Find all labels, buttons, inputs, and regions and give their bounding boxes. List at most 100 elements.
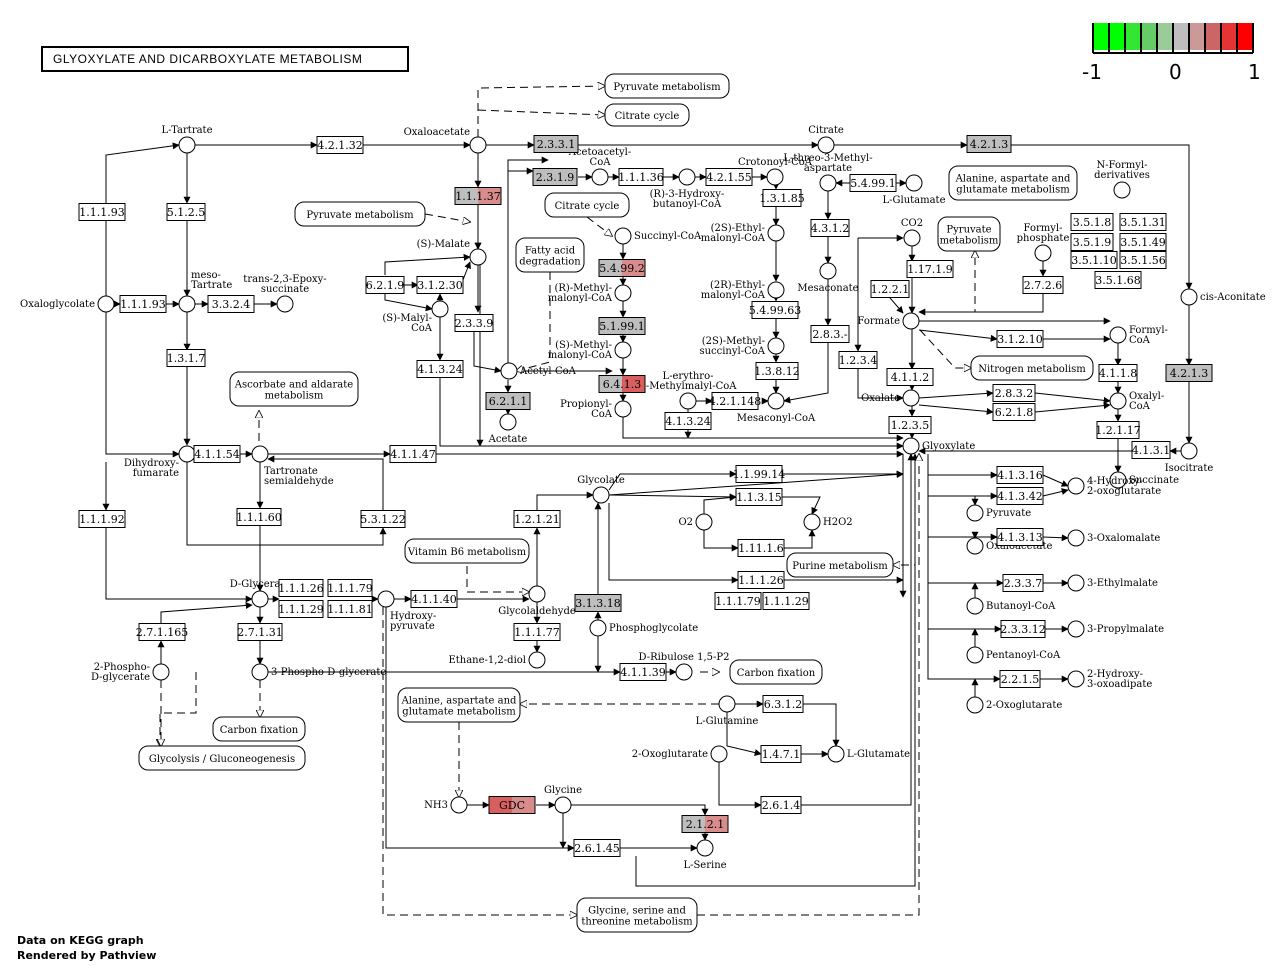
compound-node[interactable]: 2-Phospho-D-glycerate — [91, 662, 170, 683]
compound-node[interactable]: O2 — [678, 513, 713, 531]
compound-node[interactable]: L-threo-3-Methyl-aspartate — [783, 153, 873, 192]
pathway-map-link[interactable]: Glycolysis / Gluconeogenesis — [138, 745, 306, 771]
pathway-map-link[interactable]: Pyruvate metabolism — [604, 73, 730, 99]
enzyme-node[interactable]: 5.3.1.22 — [360, 510, 406, 528]
enzyme-node[interactable]: 3.5.1.31 — [1119, 213, 1167, 231]
pathway-map-link[interactable]: Citrate cycle — [604, 103, 690, 127]
enzyme-node[interactable]: 2.8.3.- — [810, 325, 850, 343]
enzyme-node[interactable]: 1.3.1.7 — [166, 349, 206, 367]
enzyme-node[interactable]: 4.1.1.8 — [1098, 364, 1138, 382]
enzyme-node[interactable]: 1.4.7.1 — [760, 745, 802, 763]
enzyme-node[interactable]: 1.1.1.77 — [513, 623, 561, 641]
compound-node[interactable]: Propionyl-CoA — [560, 399, 632, 420]
enzyme-node[interactable]: 3.5.1.56 — [1119, 251, 1167, 269]
enzyme-node[interactable]: 1.11.1.6 — [737, 539, 785, 557]
compound-node[interactable]: 3-Ethylmalate — [1067, 574, 1158, 592]
enzyme-node[interactable]: 4.1.3.24 — [416, 360, 464, 378]
enzyme-node[interactable]: 2.3.3.12 — [1000, 620, 1046, 638]
compound-node[interactable]: Formyl-CoA — [1109, 325, 1168, 346]
enzyme-node[interactable]: 2.7.2.6 — [1022, 276, 1064, 294]
compound-node[interactable]: Isocitrate — [1165, 442, 1214, 474]
compound-node[interactable]: Acetoacetyl-CoA — [568, 147, 632, 186]
compound-node[interactable]: Butanoyl-CoA — [966, 597, 1056, 615]
enzyme-node[interactable]: 6.3.1.2 — [762, 695, 804, 713]
enzyme-node[interactable]: 5.4.99.2 — [598, 259, 646, 277]
compound-node[interactable]: CO2 — [901, 218, 923, 247]
enzyme-node[interactable]: 1.1.1.29 — [278, 600, 324, 618]
enzyme-node[interactable]: 1.1.1.93 — [119, 295, 167, 313]
compound-node[interactable]: 2-Hydroxy-3-oxoadipate — [1067, 669, 1152, 690]
enzyme-node[interactable]: 4.1.3.42 — [996, 487, 1044, 505]
enzyme-node[interactable]: 2.1.2.1 — [681, 815, 729, 833]
enzyme-node[interactable]: GDC — [488, 796, 536, 814]
compound-node[interactable]: Oxalate — [861, 389, 920, 407]
enzyme-node[interactable]: 1.3.1.85 — [759, 189, 805, 207]
compound-node[interactable]: Mesaconyl-CoA — [737, 392, 816, 424]
enzyme-node[interactable]: 1.1.1.93 — [78, 203, 126, 221]
enzyme-node[interactable]: 2.2.1.5 — [999, 670, 1041, 688]
enzyme-node[interactable]: 1.1.1.81 — [327, 600, 373, 618]
compound-node[interactable]: Pyruvate — [966, 504, 1031, 522]
pathway-map-link[interactable]: Pyruvate metabolism — [294, 201, 426, 227]
enzyme-node[interactable]: 3.5.1.68 — [1094, 271, 1142, 289]
enzyme-node[interactable]: 2.3.3.9 — [454, 314, 494, 332]
pathway-map-link[interactable]: Carbon fixation — [729, 659, 823, 685]
compound-node[interactable]: (S)-Malyl-CoA — [382, 300, 449, 334]
enzyme-node[interactable]: 4.2.1.3 — [966, 135, 1012, 153]
compound-node[interactable]: Acetyl-CoA — [500, 362, 577, 380]
compound-node[interactable]: Glycolate — [577, 475, 625, 504]
enzyme-node[interactable]: 4.2.1.55 — [705, 168, 753, 186]
compound-node[interactable]: Oxaloglycolate — [20, 295, 115, 313]
compound-node[interactable]: Pentanoyl-CoA — [966, 646, 1061, 664]
compound-node[interactable]: N-Formyl-derivatives — [1094, 160, 1150, 199]
pathway-map-link[interactable]: Nitrogen metabolism — [970, 355, 1094, 381]
enzyme-node[interactable]: 1.1.1.29 — [762, 592, 810, 610]
compound-node[interactable]: 3-Phospho-D-glycerate — [251, 663, 386, 681]
enzyme-node[interactable]: 1.3.8.12 — [754, 362, 800, 380]
enzyme-node[interactable]: 3.5.1.10 — [1070, 251, 1118, 269]
compound-node[interactable]: L-Glutamine — [696, 695, 759, 727]
compound-node[interactable]: trans-2,3-Epoxy-succinate — [243, 274, 327, 313]
compound-node[interactable]: Oxalyl-CoA — [1109, 391, 1164, 412]
enzyme-node[interactable]: 6.2.1.9 — [365, 276, 405, 294]
enzyme-node[interactable]: 1.17.1.9 — [906, 260, 954, 278]
compound-node[interactable]: cis-Aconitate — [1180, 288, 1266, 306]
pathway-map-link[interactable]: Citrate cycle — [544, 192, 630, 218]
enzyme-node[interactable]: 4.1.1.54 — [193, 445, 241, 463]
pathway-map-link[interactable]: Purine metabolism — [786, 552, 894, 578]
enzyme-node[interactable]: 4.1.1.2 — [886, 368, 934, 386]
compound-node[interactable]: (R)-3-Hydroxy-butanoyl-CoA — [650, 168, 725, 210]
enzyme-node[interactable]: 2.8.3.2 — [992, 384, 1036, 402]
enzyme-node[interactable]: 3.5.1.9 — [1070, 233, 1114, 251]
compound-node[interactable]: L-Serine — [683, 839, 727, 871]
compound-node[interactable]: Glycine — [544, 785, 582, 814]
enzyme-node[interactable]: 4.1.1.47 — [389, 445, 437, 463]
compound-node[interactable]: Citrate — [808, 125, 844, 154]
compound-node[interactable]: Dihydroxy-fumarate — [124, 445, 196, 479]
compound-node[interactable]: (S)-Methyl-malonyl-CoA — [548, 340, 632, 361]
enzyme-node[interactable]: 2.3.3.7 — [1002, 574, 1044, 592]
enzyme-node[interactable]: 2.7.1.31 — [237, 623, 283, 641]
enzyme-node[interactable]: 6.2.1.8 — [992, 403, 1036, 421]
enzyme-node[interactable]: 5.1.99.1 — [598, 317, 646, 335]
compound-node[interactable]: (R)-Methyl-malonyl-CoA — [548, 283, 632, 304]
compound-node[interactable]: Ethane-1,2-diol — [448, 651, 546, 669]
compound-node[interactable]: Formyl-phosphate — [1017, 223, 1070, 262]
enzyme-node[interactable]: 1.1.1.36 — [618, 168, 664, 186]
enzyme-node[interactable]: 5.4.99.63 — [749, 301, 801, 319]
enzyme-node[interactable]: 1.1.1.26 — [278, 579, 324, 597]
compound-node[interactable]: 4-Hydroxy-2-oxoglutarate — [1067, 476, 1161, 497]
compound-node[interactable]: 2-Oxoglutarate — [966, 696, 1062, 714]
compound-node[interactable]: 3-Oxalomalate — [1067, 529, 1160, 547]
compound-node[interactable]: D-Ribulose 1,5-P2 — [639, 652, 730, 681]
enzyme-node[interactable]: 3.1.2.30 — [416, 276, 464, 294]
compound-node[interactable]: Succinate — [1109, 471, 1179, 489]
compound-node[interactable]: (2S)-Ethyl-malonyl-CoA — [701, 223, 785, 244]
enzyme-node[interactable]: 6.2.1.1 — [485, 392, 531, 410]
compound-node[interactable]: 2-Oxoglutarate — [632, 745, 728, 763]
enzyme-node[interactable]: 1.2.3.4 — [838, 351, 878, 369]
compound-node[interactable]: Oxaloacetate — [404, 127, 487, 154]
